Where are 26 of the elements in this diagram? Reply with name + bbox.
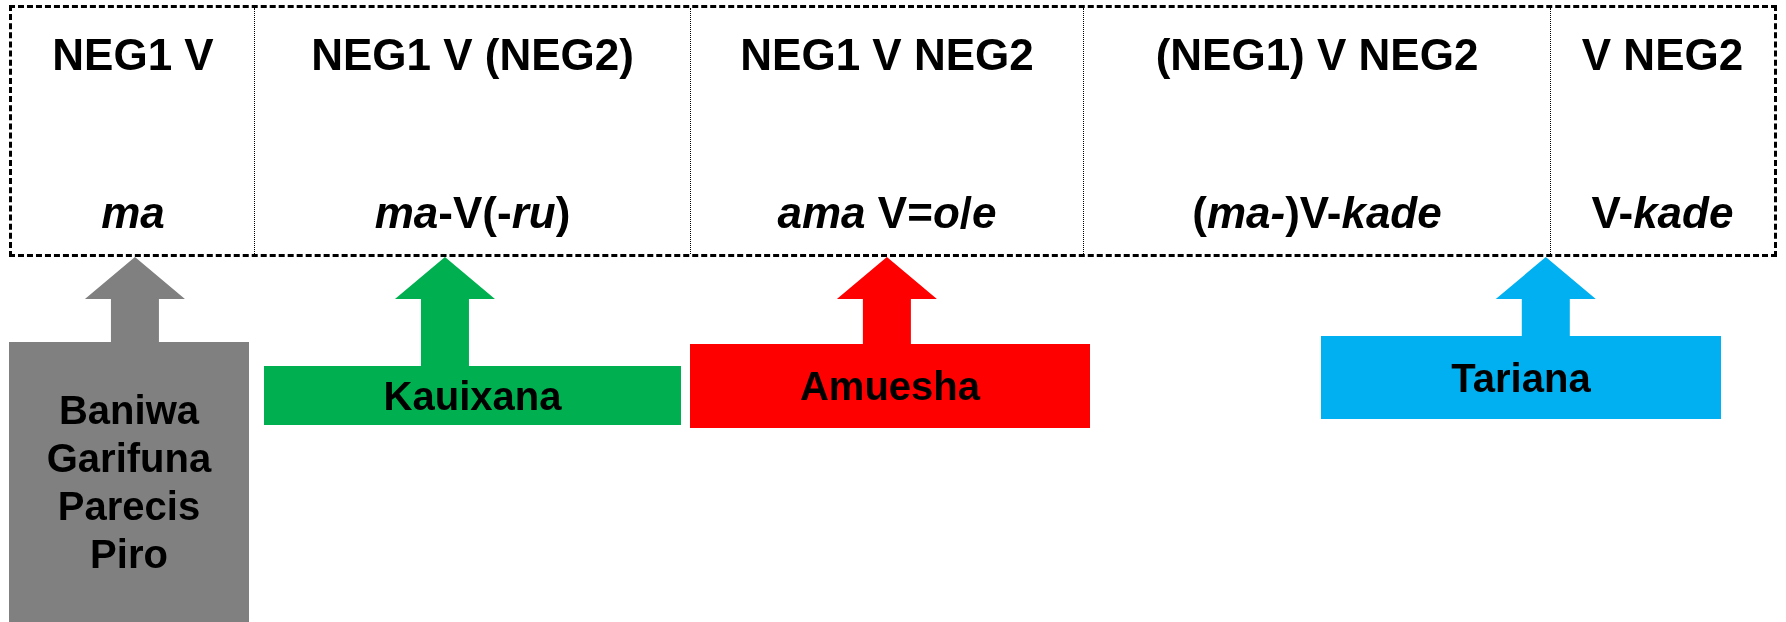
language-name: Tariana: [1451, 354, 1591, 402]
language-name: Kauixana: [383, 372, 562, 420]
language-name: Parecis: [57, 483, 201, 530]
dashed-frame: [9, 5, 1777, 257]
formula-text: (ma-)V-kade: [1192, 188, 1442, 238]
language-name: Garifuna: [46, 435, 212, 482]
language-box: [264, 366, 681, 425]
column-heading: (NEG1) V NEG2: [1155, 30, 1479, 80]
language-box: [690, 344, 1090, 428]
formula-text: V-kade: [1591, 188, 1734, 238]
column-heading: NEG1 V: [52, 30, 214, 80]
column-heading: NEG1 V NEG2: [740, 30, 1034, 80]
formula-text: ma-V(-ru): [374, 188, 571, 238]
column-heading: NEG1 V (NEG2): [311, 30, 634, 80]
language-box: [9, 342, 249, 622]
language-name: Amuesha: [799, 363, 981, 410]
language-name: Baniwa: [58, 387, 199, 434]
column-heading: V NEG2: [1581, 30, 1744, 80]
language-box: [1321, 336, 1721, 419]
block-arrow: [1495, 257, 1596, 336]
language-name: Piro: [90, 531, 168, 578]
block-arrow: [836, 257, 937, 344]
formula-text: ma: [101, 188, 165, 238]
block-arrow: [394, 257, 495, 366]
block-arrow: [84, 257, 185, 342]
formula-text: ama V=o/e: [777, 188, 997, 238]
